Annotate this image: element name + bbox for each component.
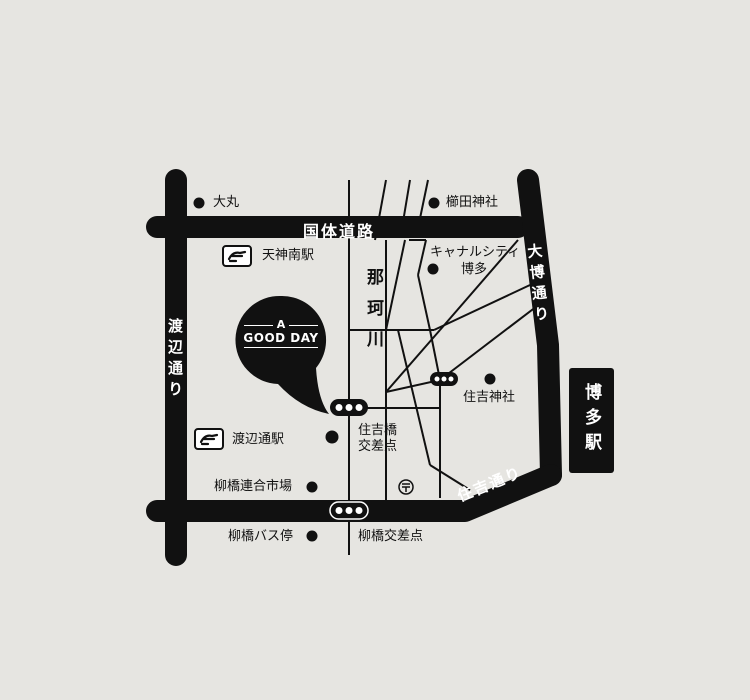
- post-office-icon: [398, 479, 414, 495]
- subway-station-icon: [222, 245, 252, 267]
- subway-station-icon: [194, 428, 224, 450]
- sumiyoshi-bashi-label-1: 住吉橋: [358, 423, 398, 438]
- yanagibashi-bus-stop-label: 柳橋バス停: [228, 529, 294, 544]
- minor-streets: [348, 179, 546, 555]
- watanabe-dori-station-label: 渡辺通駅: [232, 432, 285, 447]
- sumiyoshi-shrine-label: 住吉神社: [463, 390, 516, 405]
- naka-river-label: 那珂川: [363, 268, 383, 361]
- sumiyoshi-bashi-label-2: 交差点: [358, 439, 398, 454]
- daimaru-label: 大丸: [213, 195, 240, 210]
- canal-city-label-1: キャナルシティ: [430, 245, 521, 260]
- canal-city-label-2: 博多: [461, 262, 488, 277]
- hakata-station-label: 博多駅: [569, 368, 614, 473]
- tenjin-minami-station-label: 天神南駅: [262, 248, 315, 263]
- shop-name-line1: A: [276, 318, 286, 331]
- kokutai-road-label: 国体道路: [303, 222, 376, 241]
- sumiyoshi-road: [146, 464, 562, 522]
- shop-name[interactable]: A GOOD DAY: [238, 319, 324, 348]
- traffic-light-icon: [329, 501, 369, 520]
- traffic-light-icon: [330, 399, 368, 416]
- location-pin-icon[interactable]: [235, 295, 329, 414]
- major-roads: [146, 169, 562, 566]
- daihaku-road: [517, 169, 562, 486]
- kushida-shrine-label: 櫛田神社: [446, 195, 499, 210]
- yanagibashi-market-label: 柳橋連合市場: [214, 479, 293, 494]
- traffic-light-icon: [430, 372, 458, 386]
- shop-name-line2: GOOD DAY: [243, 331, 319, 345]
- watanabe-road-label: 渡辺通り: [166, 318, 184, 402]
- landmark-dots: [193, 197, 496, 542]
- yanagibashi-crossing-label: 柳橋交差点: [358, 529, 424, 544]
